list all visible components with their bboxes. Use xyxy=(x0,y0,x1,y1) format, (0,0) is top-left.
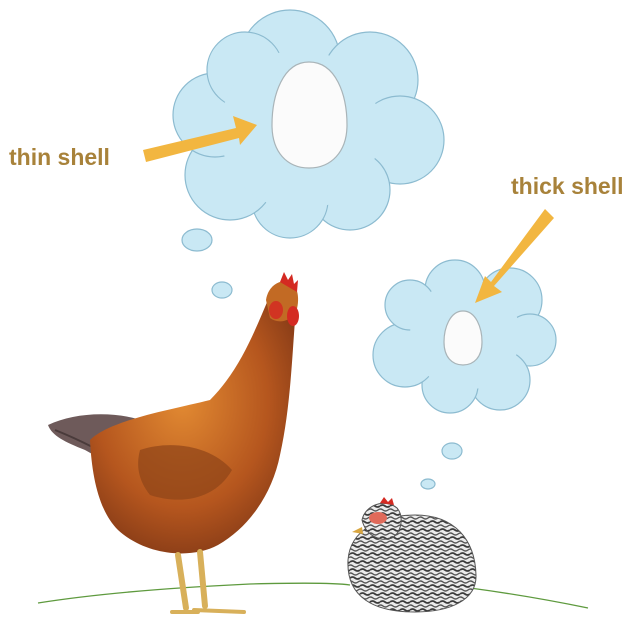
egg-large xyxy=(272,62,347,168)
hen-standing xyxy=(48,272,299,612)
label-thin-shell: thin shell xyxy=(9,144,110,171)
thought-bubble-3 xyxy=(442,443,462,459)
thought-bubble-1 xyxy=(182,229,212,251)
hen-sitting xyxy=(348,497,476,612)
thought-bubble-2 xyxy=(212,282,232,298)
egg-small xyxy=(444,311,482,365)
label-thick-shell: thick shell xyxy=(511,173,623,200)
thought-bubble-4 xyxy=(421,479,435,489)
ground xyxy=(38,583,588,608)
